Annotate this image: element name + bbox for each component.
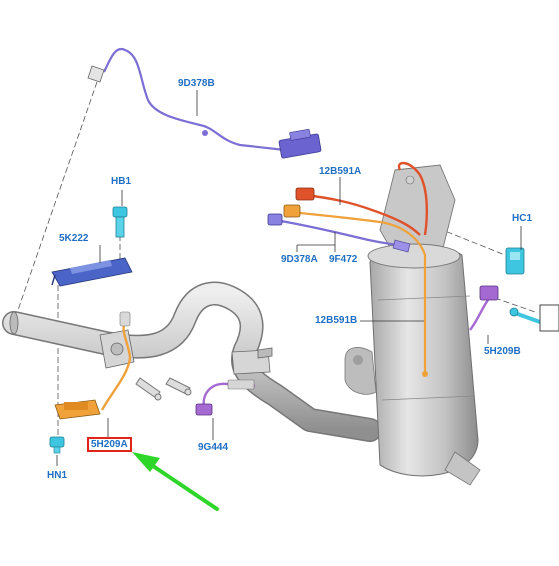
label-hn1: HN1 <box>47 470 68 481</box>
clip-hn1-part <box>49 436 65 454</box>
sensor-harness-12b591a <box>295 161 429 236</box>
label-5h209a: 5H209A <box>87 437 132 452</box>
label-hc1: HC1 <box>512 213 533 224</box>
label-12b591a: 12B591A <box>319 166 362 177</box>
bolt-right <box>509 304 559 332</box>
label-9g444: 9G444 <box>198 442 229 453</box>
label-9d378b: 9D378B <box>178 78 215 89</box>
bracket-5k222-part <box>51 257 133 287</box>
pointer-arrow <box>132 452 219 511</box>
label-leader-lines <box>56 90 522 466</box>
label-5k222: 5K222 <box>59 233 89 244</box>
label-5h209b: 5H209B <box>484 346 521 357</box>
sensor-harness-bundle-9d378a-9f472 <box>267 204 428 377</box>
mounting-studs <box>135 377 192 401</box>
label-9f472: 9F472 <box>329 254 358 265</box>
label-hb1: HB1 <box>111 176 132 187</box>
sensor-5h209b-part <box>469 285 499 331</box>
sensor-9g444-part <box>195 379 256 416</box>
label-12b591b: 12B591B <box>315 315 358 326</box>
label-9d378a: 9D378A <box>281 254 318 265</box>
sensor-5h209a-part <box>54 311 132 420</box>
sensor-harness-9d378b <box>87 47 322 159</box>
clip-hb1-part <box>112 206 128 238</box>
clip-hc1-part <box>505 247 525 275</box>
